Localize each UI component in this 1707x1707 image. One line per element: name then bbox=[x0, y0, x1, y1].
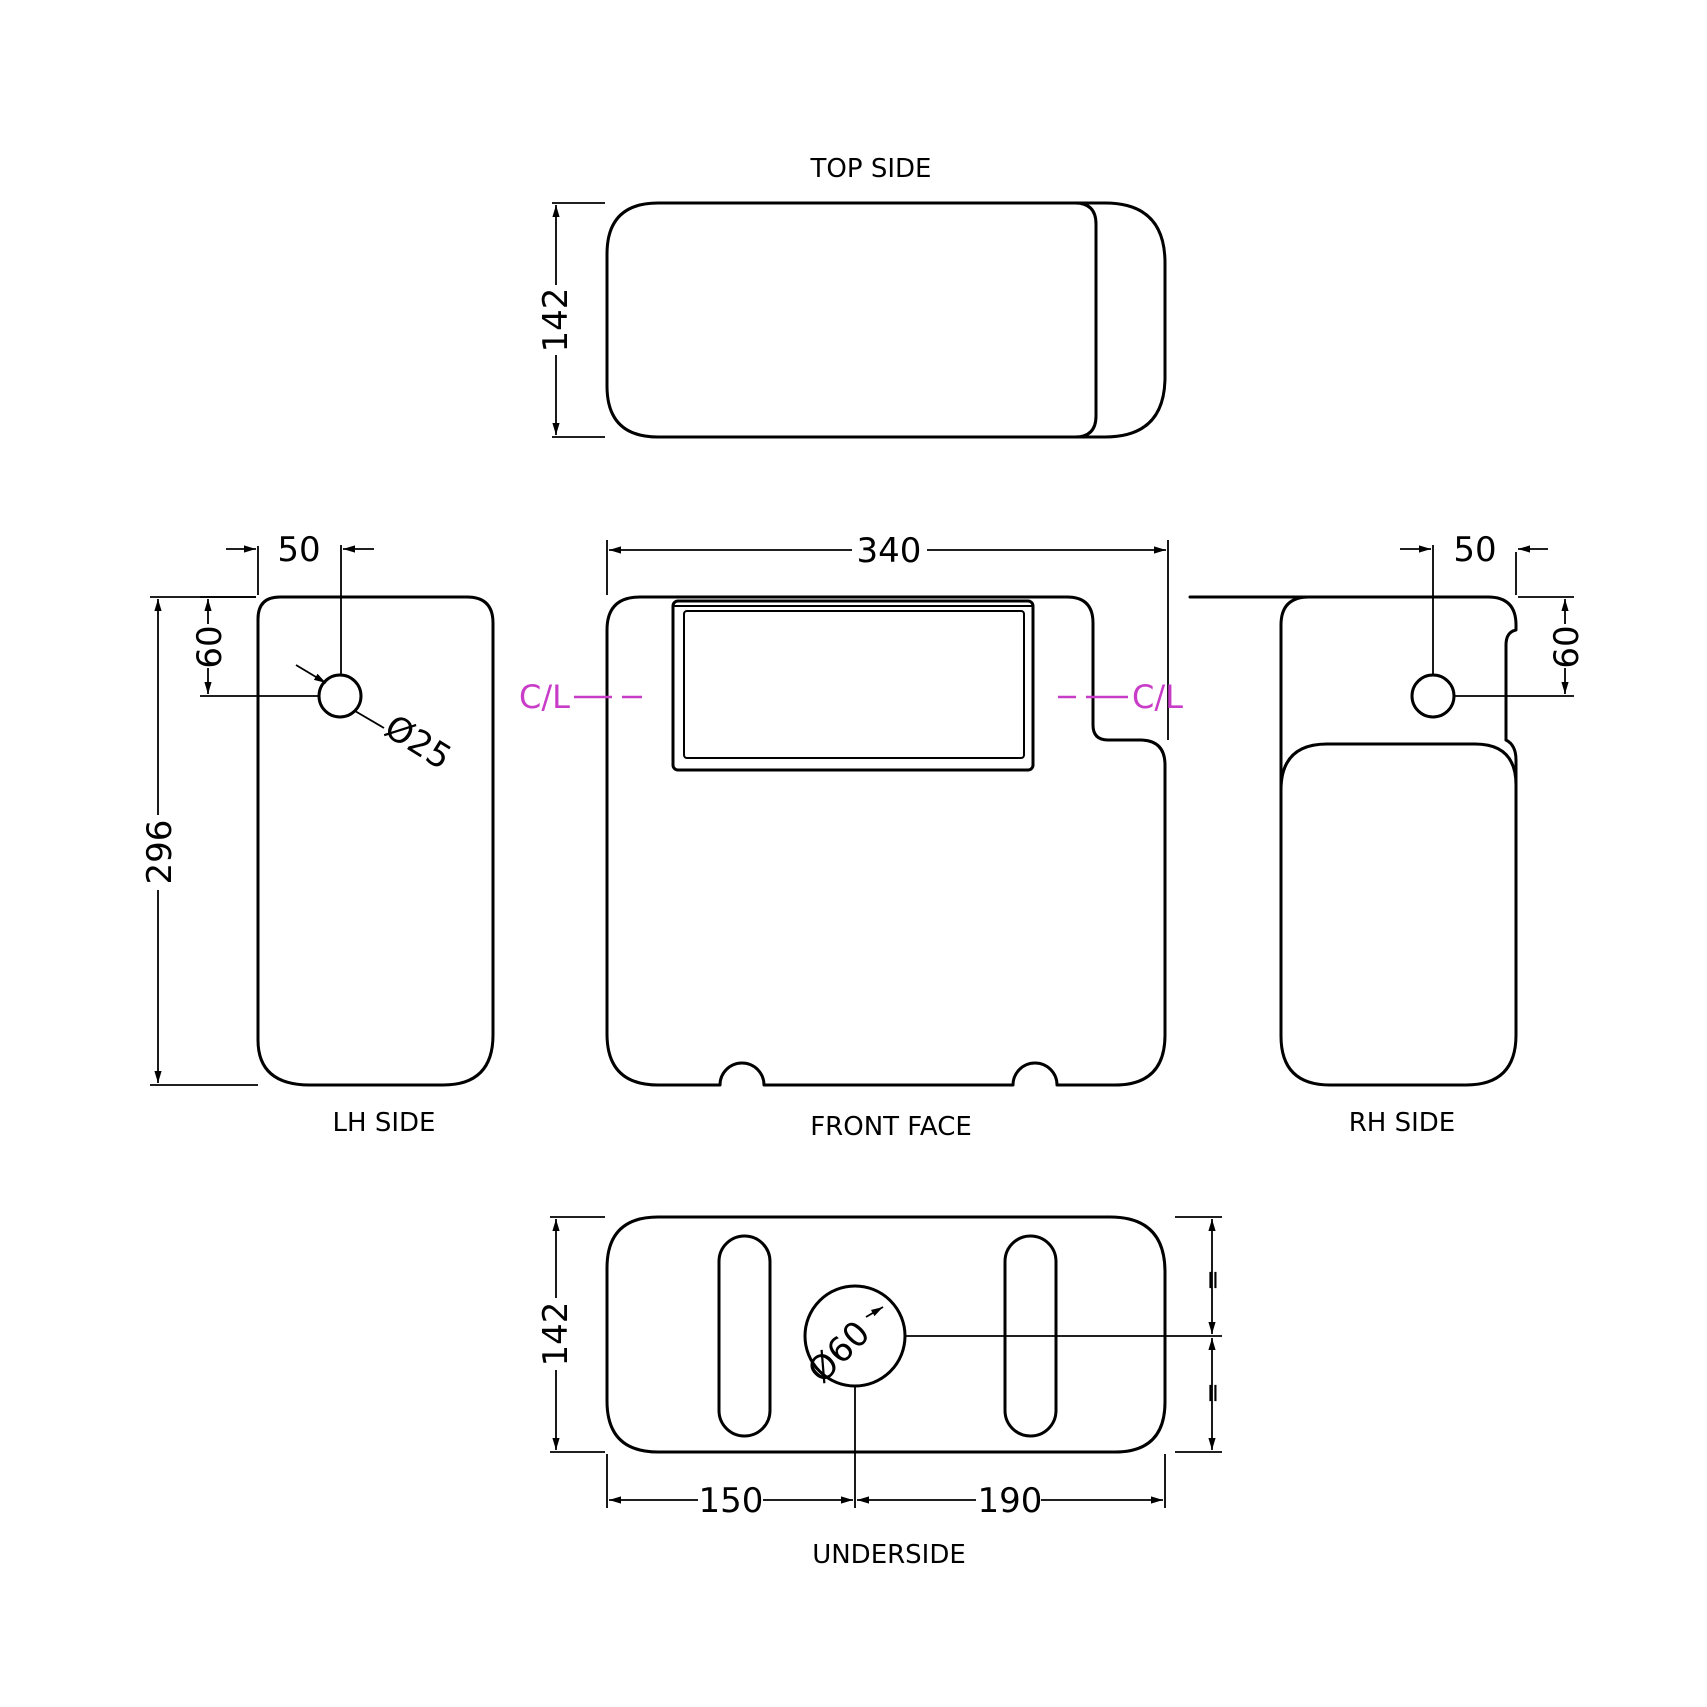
underside-depth-dimension: 142 bbox=[536, 1302, 576, 1367]
centerline-left-label: C/L bbox=[519, 678, 570, 716]
underside-label: UNDERSIDE bbox=[812, 1540, 966, 1570]
centerline-right-label: C/L bbox=[1132, 678, 1183, 716]
underside-outline bbox=[605, 1215, 1167, 1454]
front-face-view: 340 C/L C/L FRONT FACE bbox=[519, 531, 1183, 1142]
underside-left-dimension: 150 bbox=[699, 1481, 764, 1521]
lh-side-view: 50 60 296 Ø25 LH SIDE bbox=[140, 530, 495, 1138]
rh-drop-dimension: 60 bbox=[1547, 625, 1587, 668]
lh-hole-diameter: Ø25 bbox=[378, 707, 459, 778]
underside-hole-diameter: Ø60 bbox=[800, 1313, 878, 1391]
rh-side-label: RH SIDE bbox=[1349, 1108, 1456, 1138]
front-width-dimension: 340 bbox=[857, 531, 922, 571]
lh-side-outline bbox=[256, 595, 495, 1087]
top-side-view: TOP SIDE 142 bbox=[536, 154, 1167, 439]
underside-equal-mark-upper: = bbox=[1198, 1269, 1228, 1291]
rh-side-upper-outline bbox=[1188, 595, 1518, 742]
lh-inlet-hole bbox=[317, 673, 363, 719]
underside-right-dimension: 190 bbox=[978, 1481, 1043, 1521]
top-side-label: TOP SIDE bbox=[810, 154, 932, 184]
front-panel-inner bbox=[683, 610, 1025, 759]
rh-inlet-hole bbox=[1410, 673, 1456, 719]
front-face-outline bbox=[605, 595, 1167, 1087]
top-side-outline bbox=[605, 201, 1167, 439]
rh-offset-dimension: 50 bbox=[1453, 530, 1496, 570]
underside-view: Ø60 142 = = 150 190 UNDERSIDE bbox=[536, 1215, 1228, 1570]
lh-hole-leader bbox=[295, 664, 327, 684]
lh-side-label: LH SIDE bbox=[333, 1108, 436, 1138]
front-face-label: FRONT FACE bbox=[810, 1112, 972, 1142]
underside-slot-left bbox=[717, 1234, 772, 1438]
rh-side-body-outline bbox=[1279, 595, 1518, 1087]
lh-hole-leader-out bbox=[354, 710, 385, 729]
top-depth-dimension: 142 bbox=[536, 288, 576, 353]
lh-offset-dimension: 50 bbox=[277, 530, 320, 570]
top-side-inner-edge bbox=[1073, 201, 1098, 439]
front-panel-outer bbox=[671, 599, 1035, 772]
underside-equal-mark-lower: = bbox=[1198, 1382, 1228, 1404]
underside-hole-leader bbox=[865, 1306, 884, 1318]
lh-height-dimension: 296 bbox=[140, 820, 180, 885]
rh-side-view: 50 60 RH SIDE bbox=[1188, 530, 1587, 1138]
rh-side-lower-panel bbox=[1279, 742, 1518, 792]
lh-drop-dimension: 60 bbox=[190, 625, 230, 668]
